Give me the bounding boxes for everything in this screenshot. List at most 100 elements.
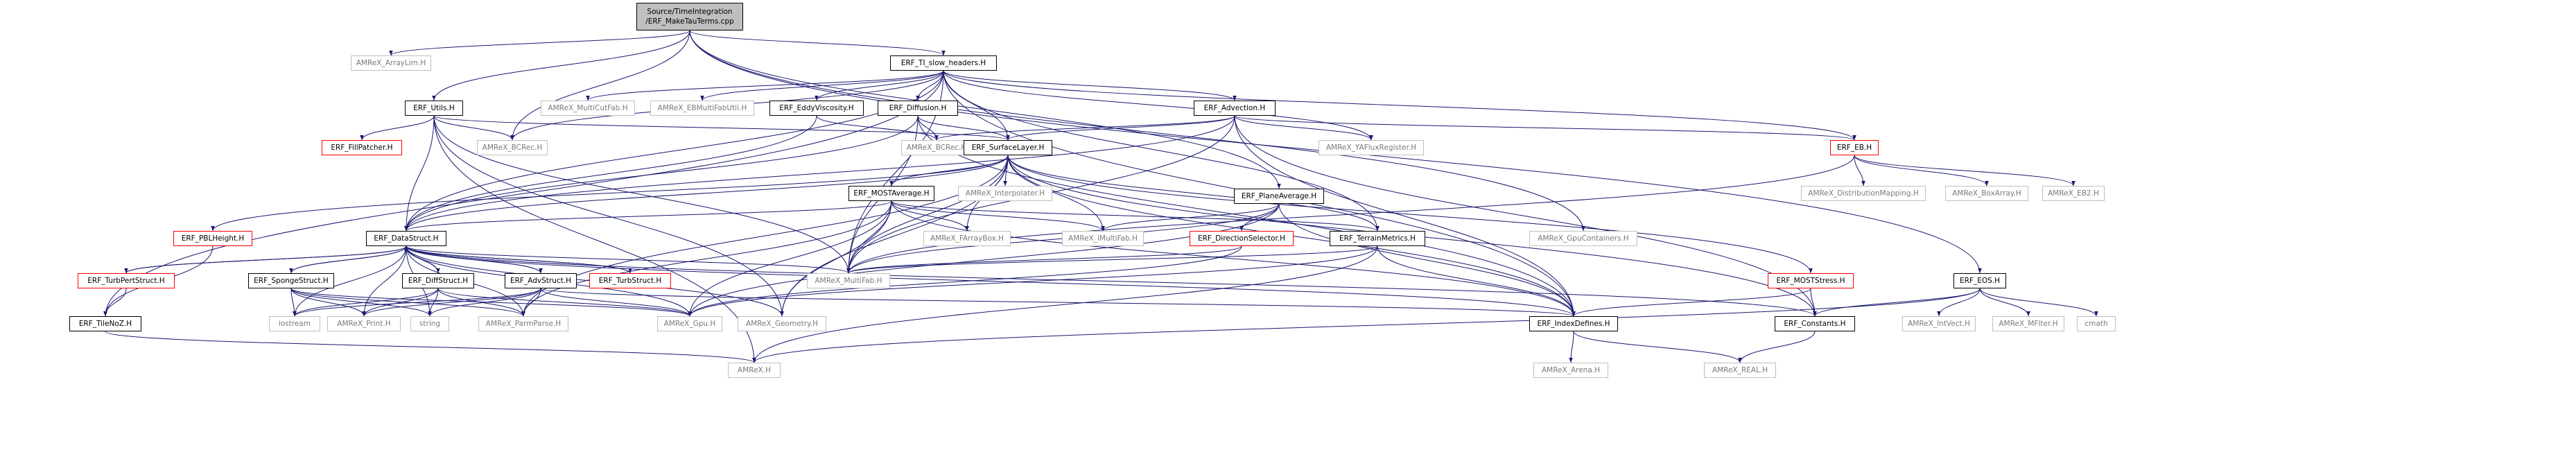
edge-advstruct-to-gpu — [540, 288, 692, 317]
edge-utils-to-geometry — [433, 115, 784, 317]
node-root: Source/TimeIntegration /ERF_MakeTauTerms… — [636, 3, 743, 31]
edge-diffusion-to-datastruct — [404, 115, 919, 232]
edge-root-to-gpucontainers — [689, 30, 1585, 232]
node-multifab[interactable]: AMReX_MultiFab.H — [807, 273, 890, 288]
node-turbpertstruct[interactable]: ERF_TurbPertStruct.H — [78, 273, 175, 288]
edge-ti-slow-to-eddyvisc — [815, 70, 944, 101]
node-interpolater[interactable]: AMReX_Interpolater.H — [958, 186, 1052, 201]
node-turbstruct[interactable]: ERF_TurbStruct.H — [589, 273, 671, 288]
node-mostaverage[interactable]: ERF_MOSTAverage.H — [848, 186, 934, 201]
edge-utils-to-surfacelayer — [433, 115, 1010, 141]
node-moststress[interactable]: ERF_MOSTStress.H — [1768, 273, 1854, 288]
node-eb2[interactable]: AMReX_EB2.H — [2042, 186, 2105, 201]
node-arraylim[interactable]: AMReX_ArrayLim.H — [351, 55, 431, 71]
node-print[interactable]: AMReX_Print.H — [327, 316, 401, 331]
node-boxarray[interactable]: AMReX_BoxArray.H — [1945, 186, 2028, 201]
node-intvect[interactable]: AMReX_IntVect.H — [1902, 316, 1976, 331]
node-string[interactable]: string — [410, 316, 449, 331]
edge-utils-to-fillpatcher — [360, 115, 435, 141]
node-dirselector[interactable]: ERF_DirectionSelector.H — [1190, 231, 1294, 246]
edge-utils-to-multifab — [433, 115, 851, 274]
node-bcrec-utils[interactable]: AMReX_BCRec.H — [477, 140, 548, 155]
edge-ti-slow-to-advection — [943, 70, 1237, 101]
edge-mostaverage-to-terrainmetrics — [891, 200, 1380, 232]
node-fillpatcher[interactable]: ERF_FillPatcher.H — [322, 140, 402, 155]
edge-root-to-ti-slow — [689, 30, 946, 56]
edge-mostaverage-to-gpu — [688, 200, 892, 317]
edge-terrainmetrics-to-gpu — [688, 245, 1378, 317]
node-diffusion[interactable]: ERF_Diffusion.H — [878, 101, 958, 116]
root-line-2: /ERF_MakeTauTerms.cpp — [645, 17, 734, 26]
node-diffstruct[interactable]: ERF_DiffStruct.H — [402, 273, 474, 288]
edge-mostaverage-to-farraybox — [891, 200, 969, 232]
node-utils[interactable]: ERF_Utils.H — [405, 101, 463, 116]
node-ebmultifabutil[interactable]: AMReX_EBMultiFabUtil.H — [650, 101, 754, 116]
node-advection[interactable]: ERF_Advection.H — [1194, 101, 1276, 116]
edge-eos-to-intvect — [1937, 288, 1981, 317]
node-bcrec[interactable]: AMReX_BCRec.H — [901, 140, 972, 155]
edge-eos-to-mfiter — [1979, 288, 2030, 317]
node-multicutfab[interactable]: AMReX_MultiCutFab.H — [541, 101, 635, 116]
edge-surfacelayer-to-multifab — [846, 155, 1009, 274]
edge-turbpertstruct-to-tilenoz — [103, 288, 127, 317]
node-gpucontainers[interactable]: AMReX_GpuContainers.H — [1529, 231, 1637, 246]
edge-ti-slow-to-multicutfab — [586, 70, 944, 101]
edge-surfacelayer-to-imultifab — [1007, 155, 1105, 232]
edge-mostaverage-to-datastruct — [404, 200, 892, 232]
node-eddyvisc[interactable]: ERF_EddyViscosity.H — [769, 101, 864, 116]
edge-diffstruct-to-gpu — [437, 288, 692, 317]
edge-utils-to-amrex — [433, 115, 756, 363]
node-iostream[interactable]: iostream — [269, 316, 320, 331]
edge-constants-to-real — [1738, 331, 1816, 363]
edge-eos-to-cmath — [1979, 288, 2098, 317]
node-cmath[interactable]: cmath — [2077, 316, 2116, 331]
node-spongestruct[interactable]: ERF_SpongeStruct.H — [248, 273, 334, 288]
node-advstruct[interactable]: ERF_AdvStruct.H — [505, 273, 577, 288]
edge-mostaverage-to-indexdefines — [891, 200, 1576, 317]
node-mfiter[interactable]: AMReX_MFIter.H — [1992, 316, 2064, 331]
node-real[interactable]: AMReX_REAL.H — [1704, 363, 1776, 378]
edge-utils-to-datastruct — [404, 115, 435, 232]
edge-advection-to-yafluxreg — [1234, 115, 1373, 141]
node-ti-slow[interactable]: ERF_TI_slow_headers.H — [890, 55, 997, 71]
node-tilenoz[interactable]: ERF_TileNoZ.H — [69, 316, 141, 331]
edge-advstruct-to-datastruct — [404, 245, 541, 274]
edge-root-to-planeaverage — [689, 30, 1281, 189]
node-terrainmetrics[interactable]: ERF_TerrainMetrics.H — [1330, 231, 1425, 246]
node-surfacelayer[interactable]: ERF_SurfaceLayer.H — [964, 140, 1052, 155]
node-indexdefines[interactable]: ERF_IndexDefines.H — [1529, 316, 1618, 331]
edge-turbpertstruct-to-datastruct — [125, 245, 408, 274]
node-distmapping[interactable]: AMReX_DistributionMapping.H — [1801, 186, 1926, 201]
edge-diffstruct-to-print — [362, 288, 439, 317]
node-geometry[interactable]: AMReX_Geometry.H — [738, 316, 826, 331]
node-pblheight[interactable]: ERF_PBLHeight.H — [173, 231, 252, 246]
node-arena[interactable]: AMReX_Arena.H — [1533, 363, 1608, 378]
node-imultifab[interactable]: AMReX_iMultiFab.H — [1062, 231, 1144, 246]
edge-eb-to-distmapping — [1854, 155, 1865, 187]
edge-tilenoz-to-amrex — [105, 331, 756, 363]
edge-spongestruct-to-gpu — [290, 288, 692, 317]
node-datastruct[interactable]: ERF_DataStruct.H — [366, 231, 446, 246]
edge-spongestruct-to-datastruct — [290, 245, 408, 274]
node-constants[interactable]: ERF_Constants.H — [1775, 316, 1855, 331]
edge-advection-to-bcrec — [934, 115, 1235, 141]
edge-indexdefines-to-real — [1573, 331, 1742, 363]
edge-dirselector-to-gpu — [688, 245, 1242, 317]
edge-advstruct-to-string — [428, 288, 541, 317]
edge-spongestruct-to-print — [290, 288, 366, 317]
node-yafluxreg[interactable]: AMReX_YAFluxRegister.H — [1319, 140, 1424, 155]
edge-eb-to-multifab — [846, 155, 1855, 274]
edge-advection-to-eb — [1234, 115, 1856, 141]
node-eb[interactable]: ERF_EB.H — [1830, 140, 1879, 155]
edge-turbstruct-to-datastruct — [404, 245, 631, 274]
node-planeaverage[interactable]: ERF_PlaneAverage.H — [1234, 189, 1324, 204]
edge-surfacelayer-to-terrainmetrics — [1007, 155, 1380, 232]
node-eos[interactable]: ERF_EOS.H — [1953, 273, 2006, 288]
node-parmparse[interactable]: AMReX_ParmParse.H — [478, 316, 568, 331]
edge-surfacelayer-to-mostaverage — [889, 155, 1009, 187]
node-gpu[interactable]: AMReX_Gpu.H — [657, 316, 722, 331]
node-amrex[interactable]: AMReX.H — [728, 363, 781, 378]
edge-advection-to-surfacelayer — [1006, 115, 1235, 141]
node-farraybox[interactable]: AMReX_FArrayBox.H — [923, 231, 1011, 246]
